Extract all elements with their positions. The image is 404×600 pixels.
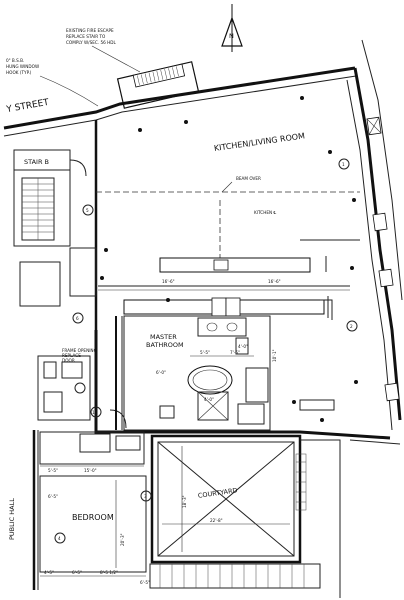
marker-2: 2 [350,324,353,329]
dim-7-5: 7'-5" [230,350,240,355]
dim-6-5-b: 6'-5" [48,494,58,499]
dim-18-3: 18'-3" [182,495,187,508]
master-bathroom: MASTER BATHROOM 4'-0" 5'-5" 7'-5" 6'-0" … [109,315,277,431]
dim-10-1: 10'-1" [272,349,277,362]
window-note-line2: HUNG WINDOW [6,64,39,69]
lower-left-utility: 5'-5" 15'-0" [39,431,145,473]
marker-4: 4 [58,536,61,541]
right-wall-details [299,239,360,411]
fire-escape [116,61,200,109]
kitchen-room-label: KITCHEN/LIVING ROOM [213,131,305,153]
window-note: 0" B.S.B. HUNG WINDOW HOOK (TYP.) [6,58,99,107]
dim-4-5: 4'-5" [44,570,54,575]
bath-label-line2: BATHROOM [146,341,184,349]
dim-6-0: 6'-0" [156,370,166,375]
electrical-symbols [100,96,358,422]
fire-escape-note-line1: EXISTING FIRE ESCAPE [66,28,114,33]
dim-16-6-left: 16'-6" [162,279,175,284]
bedroom: BEDROOM 20'-3" 4'-5" 6'-5" 8'-5 1/2" 6'-… [39,475,147,577]
north-arrow-icon: N [221,4,243,52]
stair-b: STAIR B [13,149,97,307]
room-markers: 5 6 10 4 3 2 1 [54,158,358,544]
dim-6-5-c: 6'-5" [140,580,150,585]
frame-note-line3: DOOR [62,358,75,363]
dim-4-0-b: 4'-0" [204,397,214,402]
frame-note-line1: FRAME OPENING [62,348,97,353]
kitchen-island [159,256,327,273]
fire-escape-note-line2: REPLACE STAIR TO [66,34,106,39]
fire-escape-note: EXISTING FIRE ESCAPE REPLACE STAIR TO CO… [66,28,141,73]
bath-label-line1: MASTER [150,333,177,341]
window-note-line1: 0" B.S.B. [6,58,24,63]
dim-4-0-a: 4'-0" [238,344,248,349]
marker-5: 5 [86,208,89,213]
marker-1: 1 [342,162,345,167]
street-label: Y STREET [5,98,50,116]
marker-10: 10 [92,410,98,415]
dim-8-5-half: 8'-5 1/2" [100,570,118,575]
windows-right [366,116,400,402]
courtyard: COURTYARD 22'-8" 18'-3" [150,434,307,564]
frame-note-line2: REPLACE [62,353,81,358]
exterior-walls [3,39,403,431]
dim-5-5-a: 5'-5" [200,350,210,355]
public-hall-label: PUBLIC HALL [8,498,16,540]
north-label: N [229,32,234,40]
lower-hatch-strip: 6'-5" [140,563,321,589]
stair-label: STAIR B [24,158,49,166]
window-note-line3: HOOK (TYP.) [6,70,32,75]
dim-15-0: 15'-0" [84,468,97,473]
service-area: FRAME OPENING REPLACE DOOR [32,348,97,590]
kitchen-cabinets [123,296,329,318]
dim-6-5-a: 6'-5" [72,570,82,575]
beam-note: BEAM OVER [236,176,261,181]
dim-22-8: 22'-8" [210,518,223,523]
dim-5-5-b: 5'-5" [48,468,58,473]
bedroom-label: BEDROOM [72,513,114,522]
marker-3: 3 [144,494,147,499]
dim-20-3: 20'-3" [120,533,125,546]
dim-16-6-right: 16'-6" [268,279,281,284]
kitchen-note: KITCHEN ℄ [254,210,276,215]
fire-escape-note-line3: COMPLY W/SEC. 56 HDL [66,40,116,45]
marker-6: 6 [76,316,79,321]
